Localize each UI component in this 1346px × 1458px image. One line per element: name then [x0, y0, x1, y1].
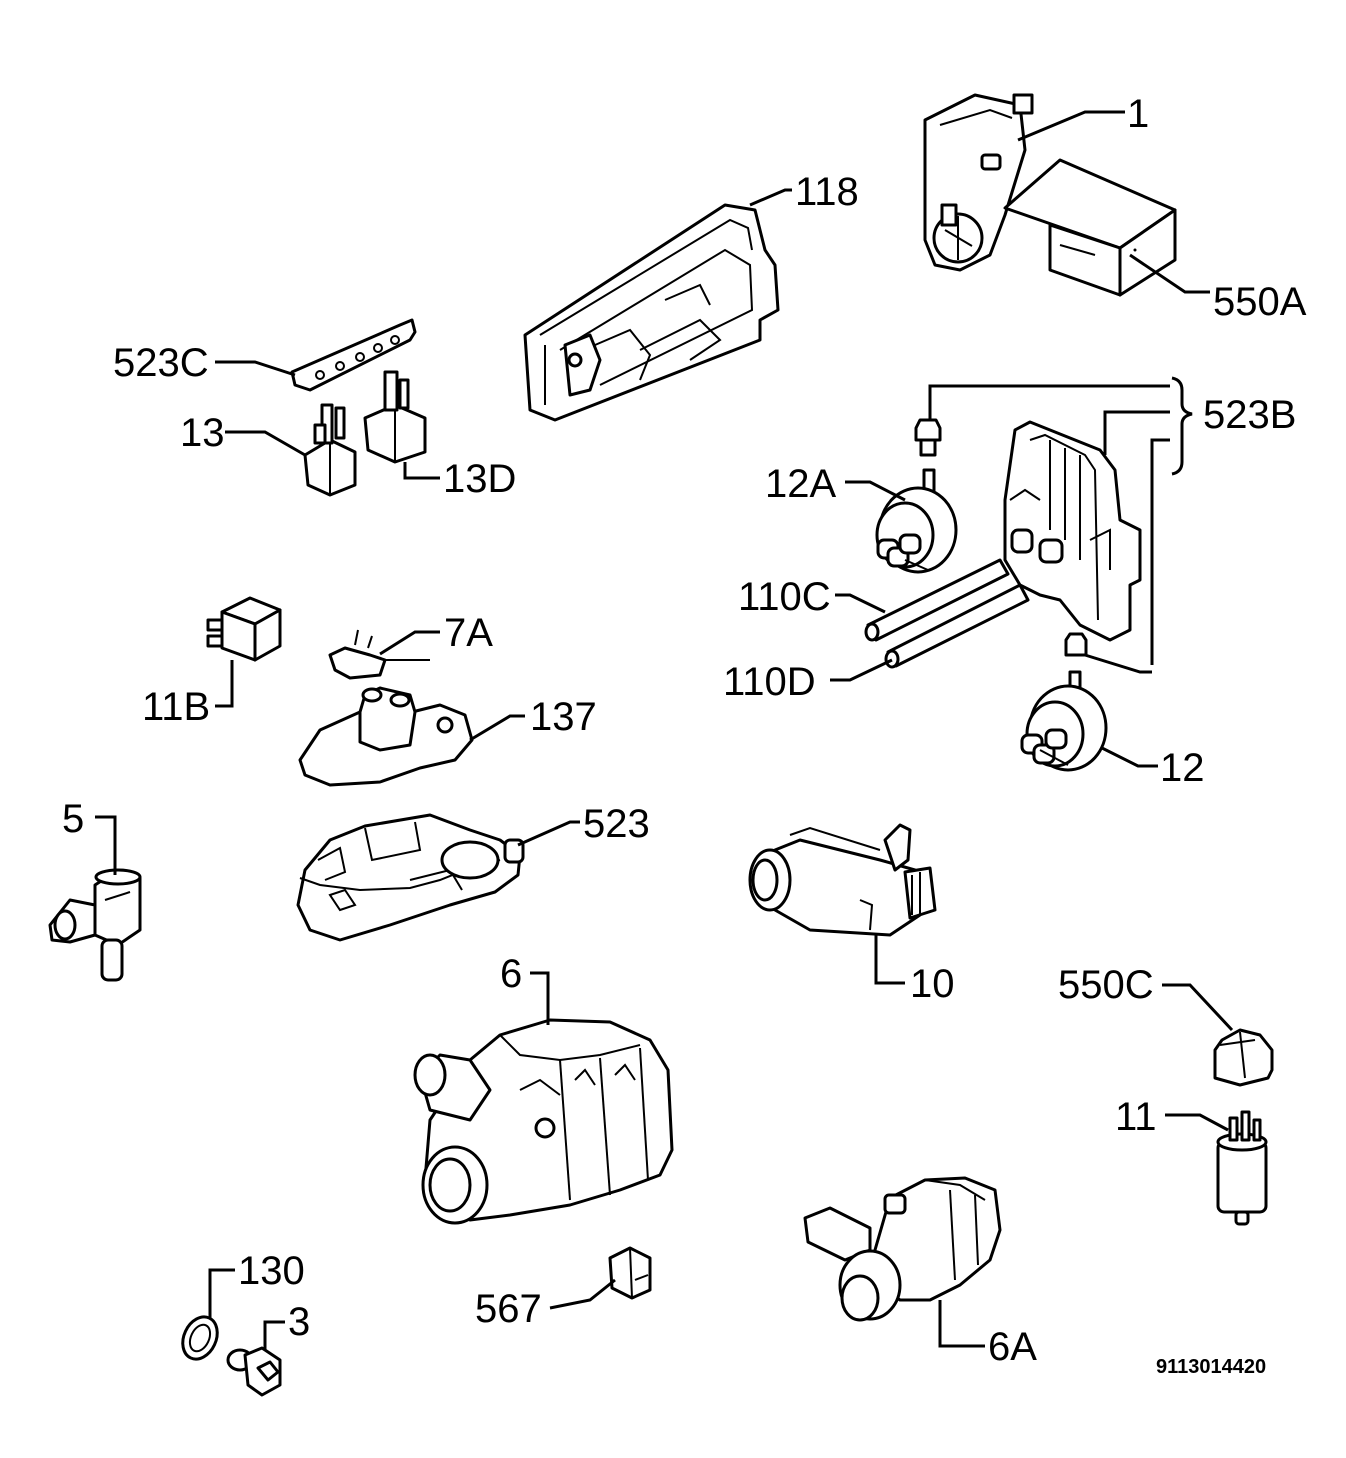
label-523b: 523B: [1203, 393, 1296, 437]
part-137-lid: [298, 686, 474, 787]
part-1-timer: [923, 93, 1034, 272]
label-137: 137: [530, 695, 597, 739]
part-labels: 1 118 550A 523C 13 13D 523B 12A 110C 110…: [62, 92, 1307, 1378]
label-1: 1: [1127, 92, 1149, 136]
label-6a: 6A: [988, 1325, 1037, 1369]
label-6: 6: [500, 952, 522, 996]
label-110d: 110D: [723, 660, 816, 704]
part-567-clip: [608, 1246, 652, 1300]
label-11: 11: [1115, 1095, 1157, 1139]
leader-lines: [95, 110, 1234, 1350]
part-11-capacitor: [1216, 1110, 1268, 1226]
label-3: 3: [288, 1300, 310, 1344]
part-6-pump-motor: [413, 1018, 674, 1225]
part-130-ring: [181, 1315, 219, 1361]
label-118: 118: [795, 170, 859, 214]
part-12a-pressure-switch: [875, 418, 958, 574]
label-523c: 523C: [113, 341, 209, 385]
part-11b-relay: [206, 596, 282, 662]
label-130: 130: [238, 1249, 305, 1293]
label-10: 10: [910, 962, 955, 1006]
part-550a-cover-box: [1003, 158, 1177, 297]
part-523c-bracket: [290, 318, 417, 392]
part-523-housing: [296, 813, 525, 942]
label-567: 567: [475, 1287, 542, 1331]
part-7a-clip: [328, 629, 430, 680]
part-10-heater: [748, 823, 937, 937]
part-118-control-housing: [523, 203, 780, 422]
label-13d: 13D: [443, 457, 516, 501]
part-3-plug: [226, 1346, 282, 1397]
label-550c: 550C: [1058, 963, 1154, 1007]
part-550c-cap: [1213, 1028, 1274, 1087]
part-110d-hose: [884, 583, 1030, 669]
part-13d-relay: [363, 370, 427, 464]
label-12a: 12A: [765, 462, 836, 506]
label-523: 523: [583, 802, 650, 846]
label-5: 5: [62, 797, 84, 841]
label-12: 12: [1160, 746, 1205, 790]
label-110c: 110C: [738, 575, 831, 619]
part-5-inlet-valve: [48, 868, 142, 982]
part-6a-drain-pump: [803, 1176, 1002, 1322]
part-13-relay: [303, 403, 357, 497]
part-12-pressure-switch: [1020, 632, 1108, 772]
label-550a: 550A: [1213, 280, 1307, 324]
part-110c-hose: [864, 558, 1010, 642]
part-523b-chamber: [1003, 420, 1142, 642]
label-7a: 7A: [444, 611, 493, 655]
drawing-code: 9113014420: [1156, 1356, 1266, 1378]
label-13: 13: [180, 411, 225, 455]
label-11b: 11B: [142, 685, 210, 729]
